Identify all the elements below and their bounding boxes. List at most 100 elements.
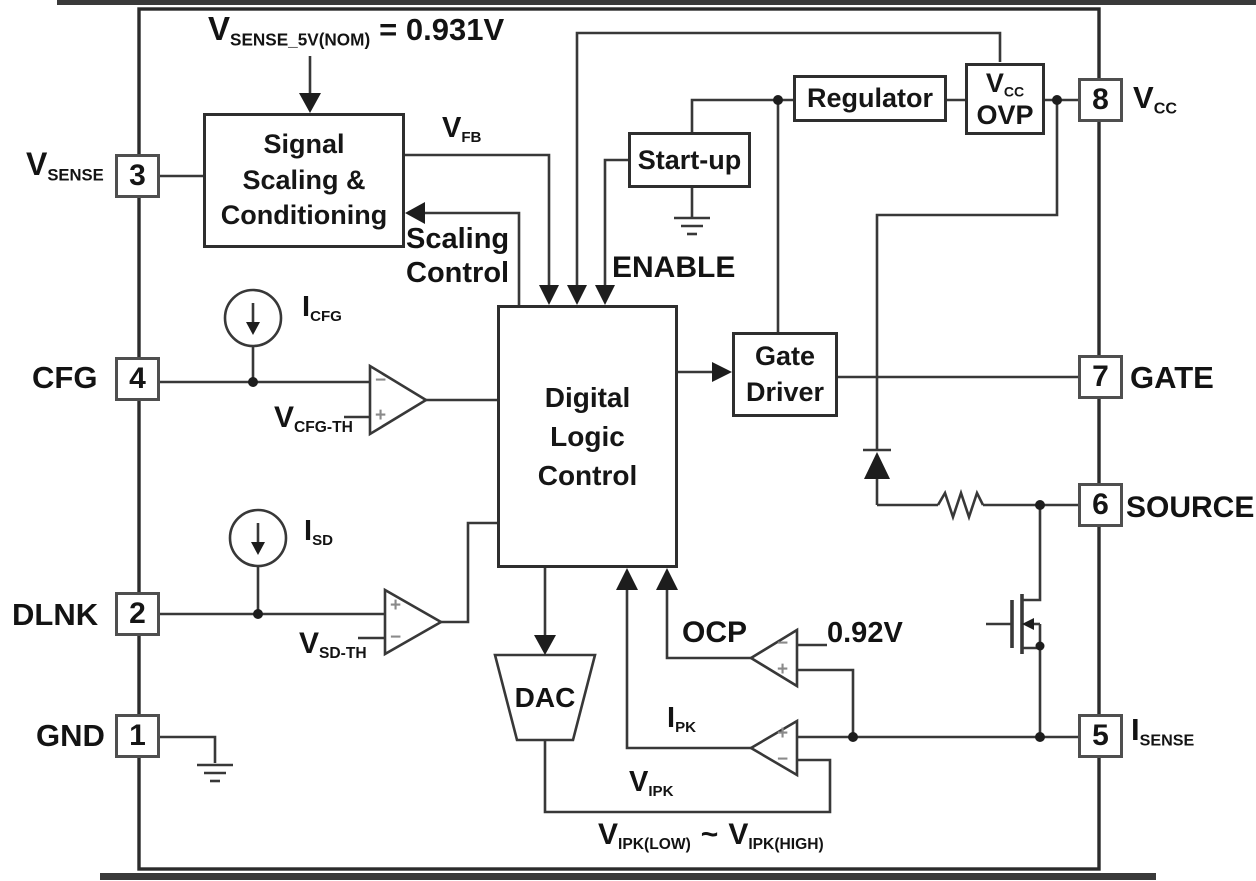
pin-label-dlnk: DLNK: [12, 597, 99, 632]
comparator-minus: −: [777, 633, 789, 654]
block-label: Digital: [544, 381, 631, 413]
label-vfb: VFB: [442, 112, 482, 146]
label-enable: ENABLE: [612, 251, 736, 284]
comparator-icon: [368, 363, 429, 437]
wire-ipk-out: [625, 588, 751, 750]
comparator-minus: −: [390, 627, 402, 648]
block-label: Driver: [745, 376, 825, 407]
label-isd: ISD: [304, 515, 334, 549]
comparator-icon: [748, 627, 799, 689]
pin-number: 2: [129, 597, 146, 630]
block-regulator: Regulator: [793, 75, 947, 122]
arrowheads: [246, 93, 732, 655]
bottom-rule: [100, 873, 1156, 880]
block-label: Scaling &: [242, 164, 366, 195]
pin-3: 3: [115, 154, 160, 198]
arrowhead-down: [539, 285, 559, 305]
pin-number: 4: [129, 362, 146, 395]
label-ipk: IPK: [667, 702, 697, 736]
pin-number: 7: [1092, 360, 1109, 393]
pin-1: 1: [115, 714, 160, 758]
wire-ovp-to-dlc: [575, 31, 1002, 287]
diode-icon: [863, 448, 891, 479]
junction-dot: [848, 732, 858, 742]
block-digital-logic-control: Digital Logic Control: [497, 305, 678, 568]
current-source-icon: [228, 508, 288, 614]
arrowhead-down: [246, 322, 260, 335]
junction-dot: [1052, 95, 1062, 105]
pin-label-cfg: CFG: [32, 360, 98, 395]
junction-dot: [773, 95, 783, 105]
mosfet-icon: [986, 505, 1042, 737]
pin-label-vcc: VCC: [1133, 80, 1177, 118]
block-label: VCC: [985, 67, 1025, 100]
comparator-icon: [748, 718, 799, 778]
wire-vcc-branch: [875, 100, 1059, 450]
label-icfg: ICFG: [302, 291, 342, 325]
pin-label-source: SOURCE: [1126, 491, 1255, 524]
ground-icon: [160, 735, 233, 783]
pin-label-gate: GATE: [1130, 360, 1214, 395]
block-gate-driver: Gate Driver: [732, 332, 838, 417]
block-label: Gate: [754, 340, 816, 371]
comparator-minus: −: [375, 370, 387, 391]
block-label: Logic: [550, 420, 625, 452]
junction-dot: [1035, 500, 1045, 510]
comparator-icon: [383, 587, 444, 657]
top-rule: [57, 0, 1256, 5]
label-scaling-control: Scaling Control: [406, 223, 510, 290]
comparator-plus: +: [777, 723, 789, 744]
label-vcfg-th: VCFG-TH: [274, 401, 353, 437]
pin-label-vsense: VSENSE: [26, 146, 104, 185]
wire-enable: [603, 158, 628, 287]
comparator-plus: +: [777, 659, 789, 680]
block-label: OVP: [976, 100, 1034, 130]
pin-number: 8: [1092, 83, 1109, 116]
comparator-minus: −: [777, 749, 789, 770]
comparator-plus: +: [390, 595, 402, 616]
pin-number: 6: [1092, 488, 1109, 521]
pin-label-isense: ISENSE: [1131, 712, 1195, 750]
arrowhead-up: [656, 568, 678, 590]
arrowhead-right: [712, 362, 732, 382]
label-vref-092: 0.92V: [827, 617, 903, 649]
pin-6: 6: [1078, 483, 1123, 527]
block-label: Regulator: [806, 83, 933, 113]
pin-5: 5: [1078, 714, 1123, 758]
junction-dot: [253, 609, 263, 619]
block-label: Signal: [263, 129, 345, 160]
junction-dot: [248, 377, 258, 387]
chip-boundary: [137, 7, 1101, 871]
wire-startup-regulator: [690, 98, 793, 132]
junction-dot: [1035, 732, 1045, 742]
label-vsd-th: VSD-TH: [299, 627, 367, 663]
pin-2: 2: [115, 592, 160, 636]
block-label: Conditioning: [220, 200, 388, 231]
block-signal-scaling: Signal Scaling & Conditioning: [203, 113, 405, 248]
pin-number: 3: [129, 159, 146, 192]
pin-number: 5: [1092, 719, 1109, 752]
wire-ocp-plus: [797, 668, 855, 737]
block-startup: Start-up: [628, 132, 751, 188]
arrowhead-down: [251, 542, 265, 555]
junction-dots: [248, 95, 1062, 742]
block-dac-label: DAC: [514, 682, 576, 713]
comparator-plus: +: [375, 405, 387, 426]
pin-7: 7: [1078, 355, 1123, 399]
junction-dot: [1035, 641, 1045, 651]
label-vipk: VIPK: [629, 766, 674, 800]
arrowhead-down: [595, 285, 615, 305]
formula-vsense-5v-nom: VSENSE_5V(NOM)= 0.931V: [208, 10, 505, 50]
pin-8: 8: [1078, 78, 1123, 122]
arrowhead-left: [405, 202, 425, 224]
wire-vfb: [405, 153, 551, 287]
pin-4: 4: [115, 357, 160, 401]
arrowhead-down: [299, 93, 321, 113]
block-vcc-ovp: VCC OVP: [965, 63, 1045, 135]
resistor-icon: [936, 488, 985, 522]
wire: [441, 521, 497, 624]
ground-icon: [674, 188, 710, 236]
current-source-icon: [223, 288, 283, 382]
